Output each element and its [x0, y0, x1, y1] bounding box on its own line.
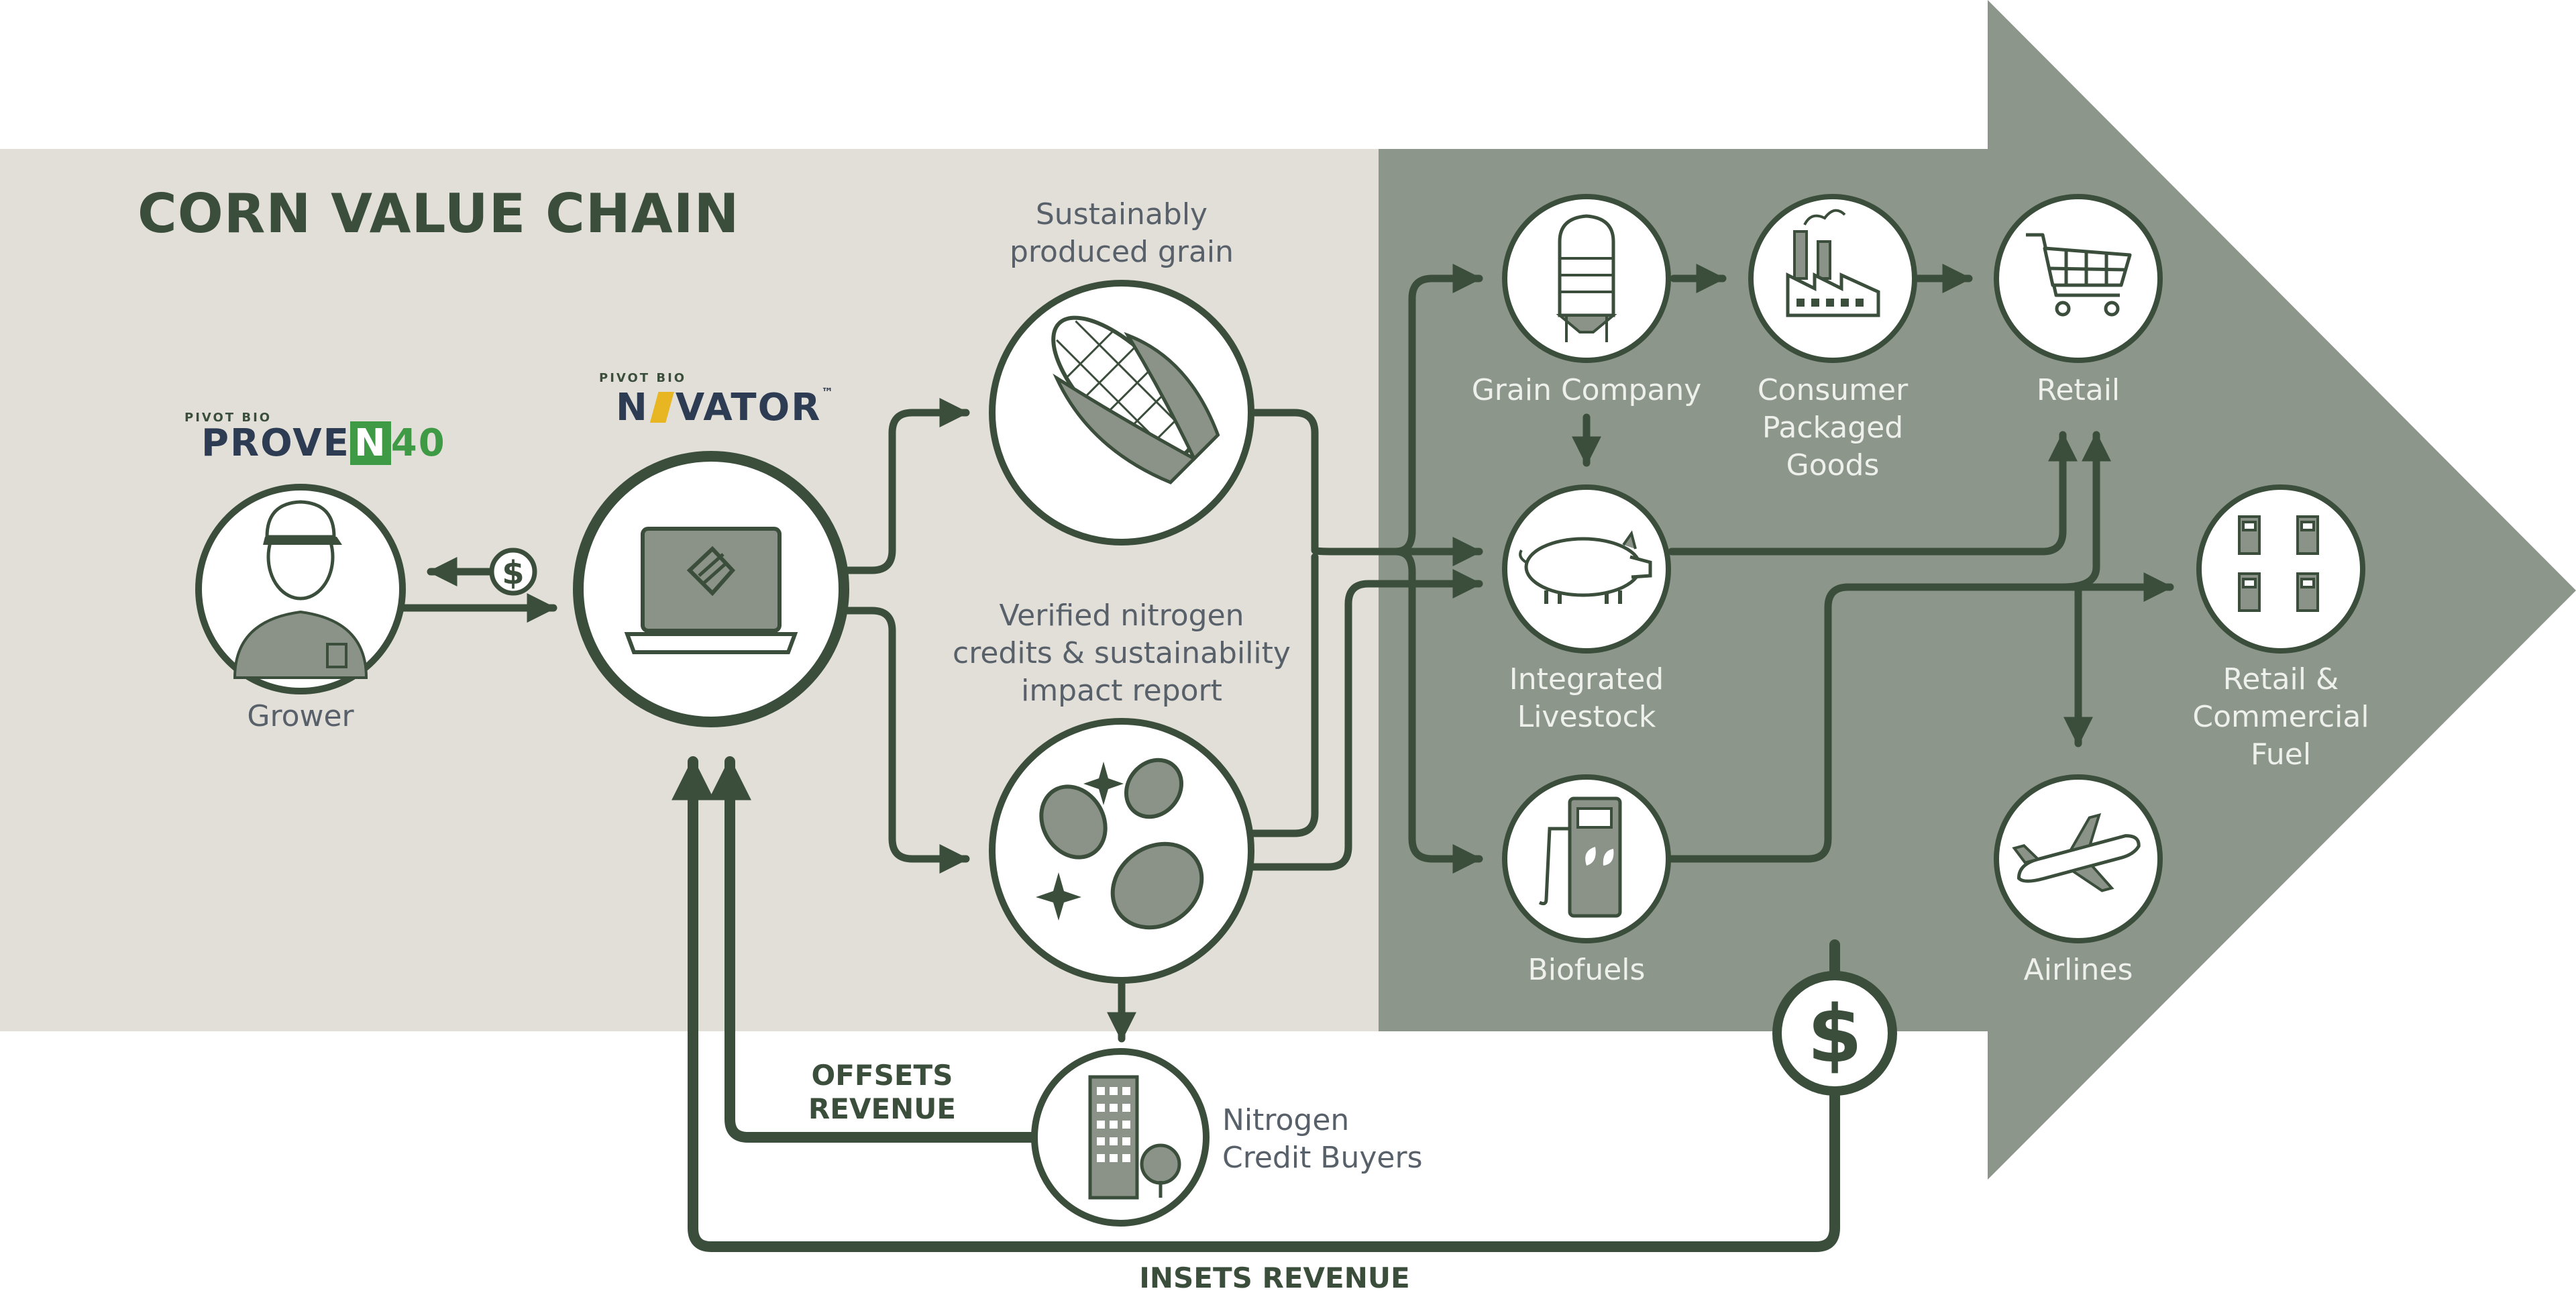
grower-person-icon: [233, 500, 368, 679]
line-credits-to-chain-b: [1249, 569, 1483, 871]
laptop-icon: [624, 527, 798, 654]
corn-icon: [1051, 315, 1220, 484]
small-dollar-badge: [489, 548, 537, 596]
insets-revenue-label: INSETS REVENUE: [1139, 1261, 1410, 1294]
grower-label: Grower: [247, 699, 354, 733]
livestock-node: [1502, 484, 1671, 654]
silo-icon: [1556, 214, 1617, 342]
fuel-pumps-icon: [2238, 515, 2319, 612]
airlines-label: Airlines: [2023, 953, 2133, 987]
nitrogen-buyers-label: Nitrogen Credit Buyers: [1222, 1103, 1423, 1175]
proven40-n: N: [350, 421, 391, 465]
airlines-node: [1994, 774, 2163, 943]
novator-trademark: ™: [821, 386, 835, 400]
pivot-bio-label-2: PIVOT BIO: [599, 371, 687, 385]
novator-n: N: [616, 386, 649, 429]
fuel-label: Retail & Commercial Fuel: [2192, 662, 2369, 772]
nitrogen-buyers-node: [1031, 1048, 1210, 1227]
retail-label: Retail: [2036, 373, 2121, 407]
arrow-novator-to-credits: [843, 607, 970, 874]
biofuels-node: [1502, 774, 1671, 943]
large-dollar-badge: [1772, 971, 1897, 1096]
arrow-novator-to-grain: [843, 398, 970, 574]
credits-label: Verified nitrogen credits & sustainabili…: [953, 599, 1291, 708]
line-grain-to-chain: [1249, 409, 1483, 566]
grain-company-label: Grain Company: [1471, 373, 1702, 407]
novator-node: [573, 451, 849, 727]
arrow-to-grain-company: [1391, 264, 1483, 556]
novator-logo: N VATOR™: [616, 386, 835, 429]
grower-node: [195, 484, 406, 694]
factory-icon: [1786, 209, 1880, 317]
biofuel-pump-icon: [1538, 796, 1622, 918]
arrow-livestock-to-retail: [1668, 431, 2078, 556]
biofuels-label: Biofuels: [1527, 953, 1646, 987]
airplane-icon: [2012, 813, 2141, 892]
arrow-biofuels-to-retail: [2059, 431, 2111, 591]
novator-rest: VATOR: [675, 386, 822, 429]
line-biofuels-out: [1668, 572, 2174, 863]
line-credits-to-chain-a: [1249, 553, 1319, 837]
pig-icon: [1519, 530, 1652, 604]
proven40-number: 40: [390, 421, 446, 465]
offsets-revenue-line: [708, 756, 1042, 1143]
grain-node: [989, 280, 1254, 546]
large-dollar-icon: $: [1807, 988, 1862, 1080]
proven40-prefix: PROVE: [201, 421, 350, 465]
arrow-to-biofuels: [1391, 548, 1483, 874]
credits-node: [989, 718, 1254, 984]
novator-o-mark-icon: [649, 392, 674, 423]
offsets-revenue-label: OFFSETS REVENUE: [808, 1059, 957, 1125]
building-icon: [1088, 1075, 1181, 1200]
retail-node: [1994, 194, 2163, 363]
fuel-node: [2196, 484, 2365, 654]
shopping-cart-icon: [2026, 233, 2132, 317]
grain-label: Sustainably produced grain: [1009, 197, 1234, 269]
pivot-bio-label-1: PIVOT BIO: [184, 411, 272, 425]
livestock-label: Integrated Livestock: [1509, 662, 1664, 734]
cpg-node: [1748, 194, 1917, 363]
coins-icon: [1036, 758, 1204, 930]
diagram-title: CORN VALUE CHAIN: [138, 183, 740, 245]
insets-revenue-line: [672, 756, 1840, 1252]
small-dollar-icon: $: [502, 554, 524, 592]
cpg-label: Consumer Packaged Goods: [1757, 373, 1909, 482]
grain-company-node: [1502, 194, 1671, 363]
